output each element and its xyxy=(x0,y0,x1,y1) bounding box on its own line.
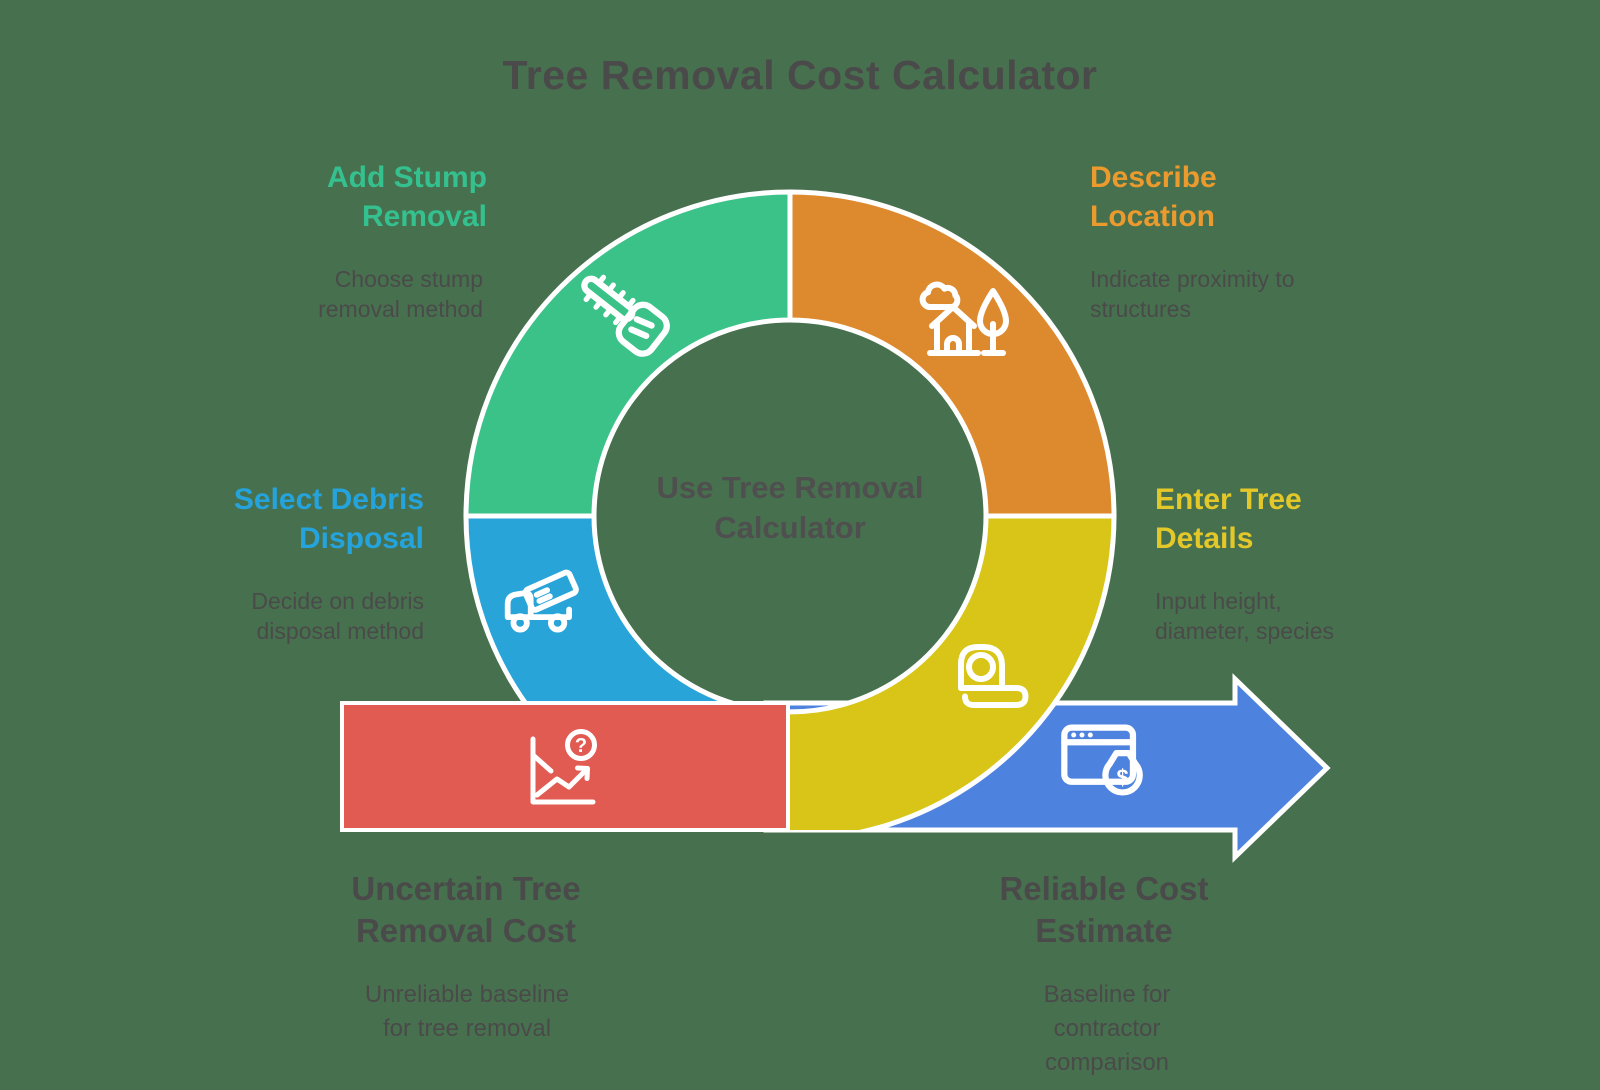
house-walls xyxy=(934,321,972,356)
start-label-uncertain-cost: Uncertain Tree Removal Cost xyxy=(351,870,581,949)
chainsaw-icon xyxy=(581,274,670,357)
question-circle xyxy=(565,729,597,761)
chainsaw-body xyxy=(615,301,670,357)
chart-trend-line xyxy=(534,766,590,798)
step-desc-enter-tree-details: Input height, diameter, species xyxy=(1155,588,1334,645)
house-roof xyxy=(929,304,977,329)
step-label-enter-tree-details: Enter Tree Details xyxy=(1155,483,1302,555)
center-label: Use Tree Removal Calculator xyxy=(656,470,924,546)
tape-tongue xyxy=(958,685,1029,708)
segment-add-stump-removal xyxy=(463,189,793,519)
cost-estimate-icon: $ xyxy=(1061,724,1143,796)
tape-hole xyxy=(966,652,996,682)
end-desc-reliable-estimate: Baseline for contractor comparison xyxy=(1043,981,1171,1077)
truck-wheel xyxy=(510,613,530,633)
truck-chassis xyxy=(527,606,572,621)
start-desc-uncertain-cost: Unreliable baseline for tree removal xyxy=(364,981,570,1043)
step-desc-add-stump-removal: Choose stump removal method xyxy=(318,266,483,323)
step-desc-select-debris-disposal: Decide on debris disposal method xyxy=(251,588,424,645)
house-and-tree-icon xyxy=(919,281,1009,356)
question-mark-glyph: ? xyxy=(575,735,587,757)
measuring-tape-icon xyxy=(958,644,1029,708)
step-label-describe-location: Describe Location xyxy=(1090,161,1217,233)
chart-axes xyxy=(530,736,596,805)
step-desc-describe-location: Indicate proximity to structures xyxy=(1090,266,1295,323)
chart-arrowhead xyxy=(575,765,590,781)
dollar-glyph: $ xyxy=(1116,765,1128,790)
tape-body xyxy=(958,644,1005,691)
truck-wheel xyxy=(548,613,568,633)
truck-cab xyxy=(504,590,534,621)
cloud xyxy=(919,281,961,310)
house-door xyxy=(944,335,962,356)
step-label-add-stump-removal: Add Stump Removal xyxy=(327,161,487,233)
segment-select-debris-disposal xyxy=(463,513,741,703)
segment-uncertain-cost-band xyxy=(340,701,790,832)
uncertain-cost-chart-icon: ? xyxy=(530,729,597,805)
tree-trunk xyxy=(981,321,1006,356)
chart-spur xyxy=(530,752,554,774)
page-title: Tree Removal Cost Calculator xyxy=(502,52,1098,98)
money-bag xyxy=(1102,750,1143,796)
dump-truck-icon xyxy=(504,569,579,633)
end-label-reliable-estimate: Reliable Cost Estimate xyxy=(999,870,1209,949)
step-label-select-debris-disposal: Select Debris Disposal xyxy=(233,483,424,555)
